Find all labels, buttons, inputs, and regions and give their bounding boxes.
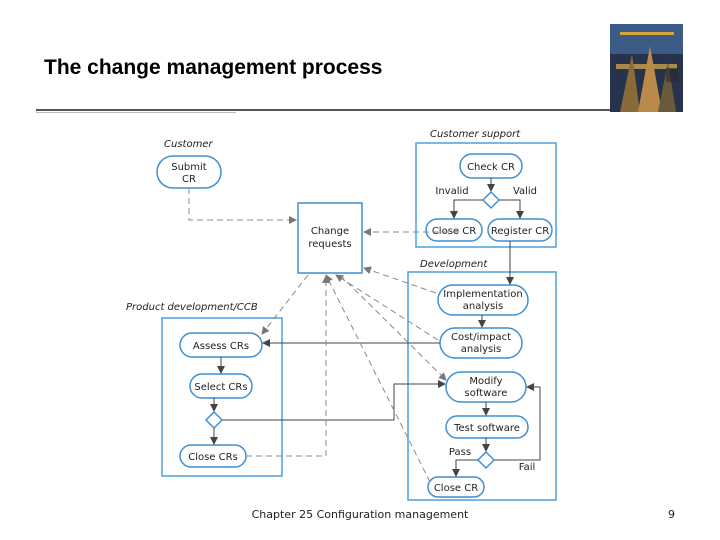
product-dev-lane (161, 317, 283, 477)
lane-label-customer: Customer (164, 139, 213, 150)
lane-label-customer-support: Customer support (430, 129, 521, 140)
close-cr-support-node (425, 218, 483, 242)
edge-pass (452, 459, 478, 477)
slide-footer: Chapter 25 Configuration management (251, 508, 469, 521)
close-cr-dev-label: Close CR (434, 483, 478, 494)
title-divider (36, 109, 614, 111)
cost-impact-label-1: Cost/impact (451, 332, 511, 343)
change-requests-label-1: Change (311, 226, 349, 237)
lane-label-development: Development (420, 259, 488, 270)
implementation-analysis-label-2: analysis (463, 301, 504, 312)
edge-decision-to-modify (222, 380, 446, 421)
customer-support-lane (415, 142, 557, 248)
close-cr-dev-node (427, 476, 485, 498)
edge-store-to-modify (339, 274, 447, 381)
edge-label-pass: Pass (449, 447, 471, 458)
select-crs-label: Select CRs (194, 382, 247, 393)
edge-close-dev-to-store (325, 274, 431, 483)
change-requests-label-2: requests (308, 239, 351, 250)
edge-fail-loop (494, 383, 541, 461)
select-decision (204, 410, 224, 430)
edge-close-crs-to-store (246, 275, 330, 457)
select-crs-node (189, 373, 253, 399)
book-cover-image (610, 24, 683, 112)
test-software-node (445, 415, 529, 439)
development-lane (407, 271, 557, 501)
edge-invalid (450, 199, 483, 219)
edge-label-invalid: Invalid (435, 186, 468, 197)
title-divider-shadow (36, 112, 236, 113)
modify-software-label-1: Modify (469, 376, 502, 387)
lane-label-product-dev: Product development/CCB (126, 302, 258, 313)
register-cr-node (487, 218, 553, 242)
edge-label-valid: Valid (513, 186, 537, 197)
edge-cost-to-store (335, 274, 439, 341)
edge-label-fail: Fail (519, 462, 536, 473)
change-requests-store (297, 202, 363, 274)
page-number: 9 (668, 508, 675, 521)
slide-title: The change management process (44, 56, 383, 79)
modify-software-label-2: software (465, 388, 508, 399)
test-software-label: Test software (453, 423, 520, 434)
close-crs-label: Close CRs (188, 452, 238, 463)
edge-impl-to-store (363, 266, 437, 294)
book-cover-art (610, 24, 683, 112)
validity-decision (481, 190, 501, 210)
edge-store-to-assess (261, 274, 309, 335)
assess-crs-label: Assess CRs (193, 341, 249, 352)
cost-impact-label-2: analysis (461, 344, 502, 355)
edge-submit-to-store (188, 188, 297, 224)
register-cr-label: Register CR (491, 226, 549, 237)
test-decision (476, 450, 496, 470)
implementation-analysis-node (437, 284, 529, 316)
edge-valid (499, 199, 524, 219)
check-cr-label: Check CR (467, 162, 515, 173)
implementation-analysis-label-1: Implementation (443, 289, 522, 300)
submit-cr-label-1: Submit (171, 162, 207, 173)
submit-cr-label-2: CR (182, 174, 196, 185)
